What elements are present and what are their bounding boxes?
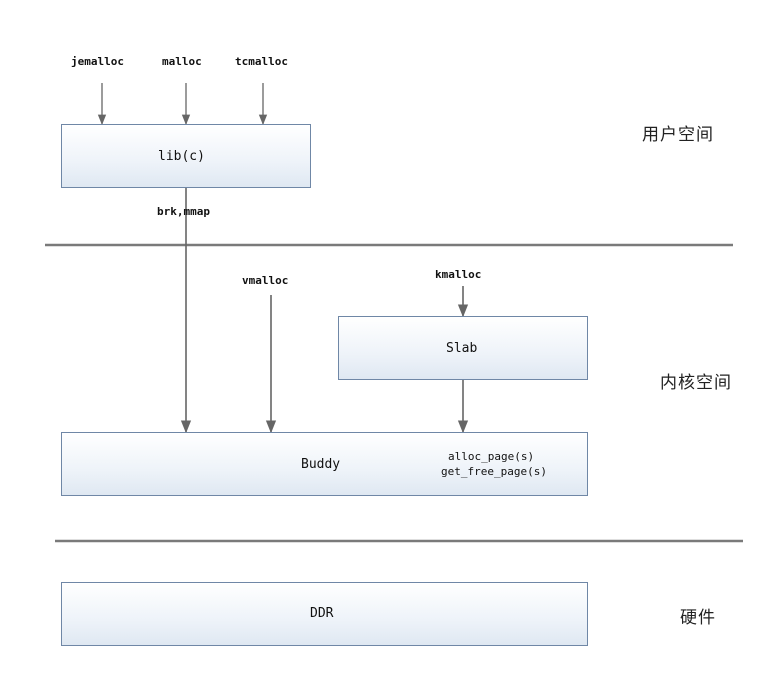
malloc-label: malloc <box>162 55 202 68</box>
hardware-label: 硬件 <box>680 608 716 628</box>
buddy-label: Buddy <box>301 457 341 472</box>
slab-label: Slab <box>446 341 478 356</box>
kernel-space-label: 内核空间 <box>660 373 732 393</box>
libc-label: lib(c) <box>158 149 205 164</box>
ddr-box <box>61 582 588 646</box>
libc-box <box>61 124 311 188</box>
tcmalloc-label: tcmalloc <box>235 55 288 68</box>
alloc-page-label: alloc_page(s) <box>448 450 535 463</box>
get-free-page-label: get_free_page(s) <box>441 465 547 478</box>
ddr-label: DDR <box>310 606 334 621</box>
slab-box <box>338 316 588 380</box>
buddy-box <box>61 432 588 496</box>
user-space-label: 用户空间 <box>642 125 714 145</box>
vmalloc-label: vmalloc <box>242 274 289 287</box>
jemalloc-label: jemalloc <box>71 55 124 68</box>
brk-mmap-label: brk,mmap <box>157 205 210 218</box>
kmalloc-label: kmalloc <box>435 268 482 281</box>
